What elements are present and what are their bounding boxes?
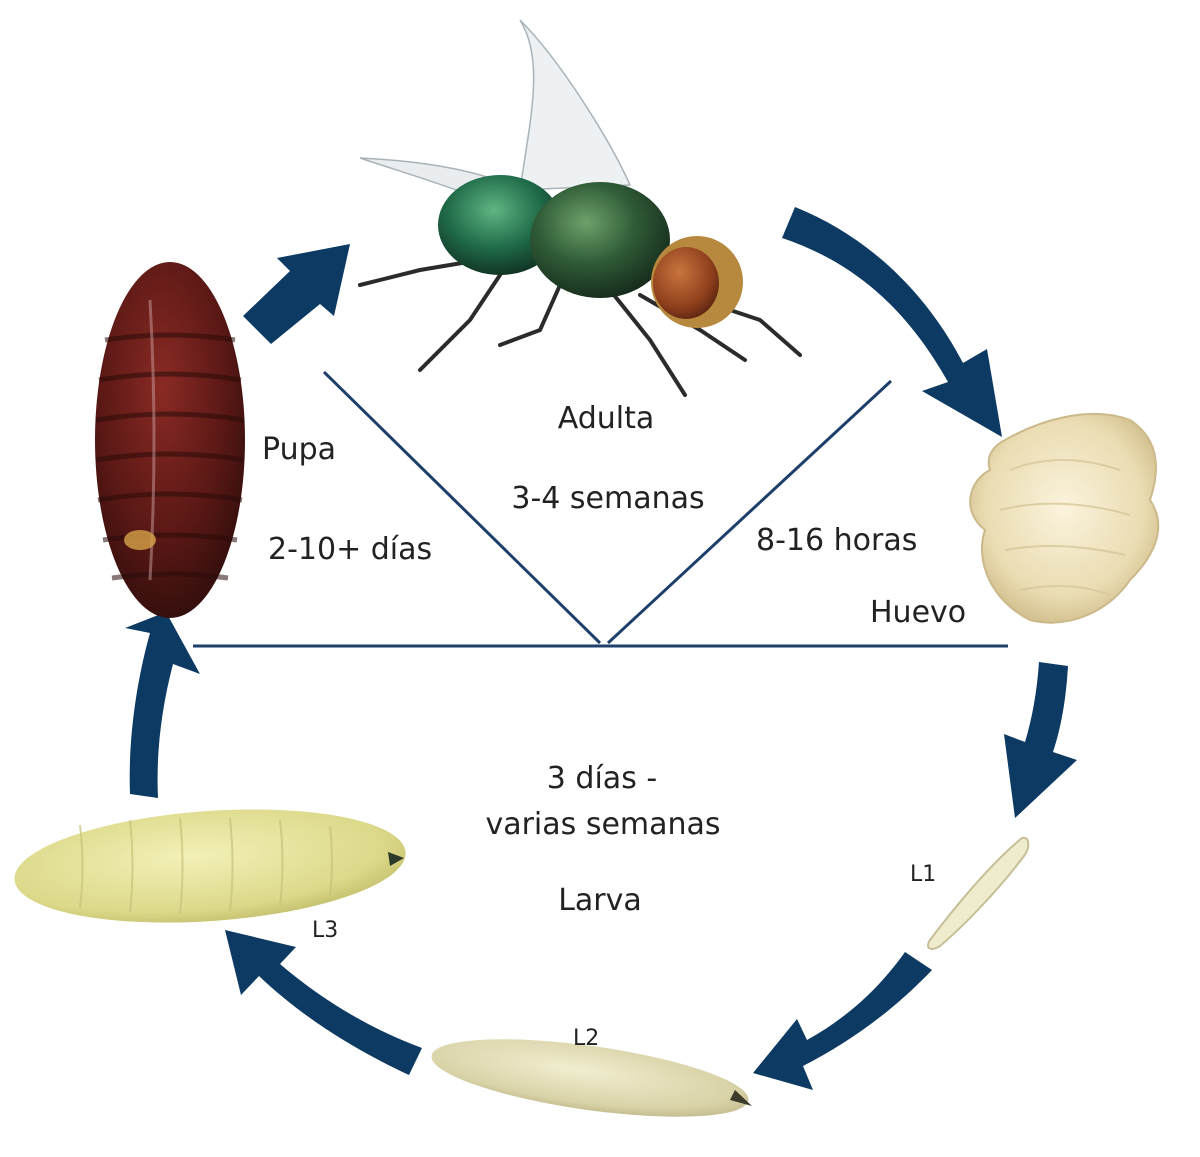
pupa-image — [95, 262, 245, 618]
right-diagonal-divider — [606, 379, 893, 645]
arrow-l2-to-l3 — [225, 930, 422, 1075]
l2-larva-image — [431, 1039, 752, 1117]
arrow-adult-to-egg — [782, 207, 1002, 437]
larva-duration-line2: varias semanas — [485, 807, 721, 842]
instar-l2-label: L2 — [573, 1026, 600, 1051]
instar-l1-label: L1 — [910, 862, 937, 887]
egg-stage-label: Huevo — [870, 595, 967, 630]
arrow-l3-to-pupa — [125, 612, 200, 798]
cycle-arrows — [125, 207, 1077, 1090]
larva-duration-line1: 3 días - — [546, 761, 658, 796]
egg-duration-label: 8-16 horas — [756, 523, 918, 558]
pupa-stage-label: Pupa — [262, 432, 337, 467]
left-diagonal-divider — [322, 370, 602, 645]
arrow-pupa-to-adult — [243, 244, 350, 344]
adult-duration-label: 3-4 semanas — [511, 481, 705, 516]
arrow-egg-to-l1 — [1004, 662, 1077, 818]
egg-cluster-image — [969, 412, 1160, 624]
arrow-l1-to-l2 — [753, 952, 932, 1090]
adult-fly-image — [358, 19, 802, 397]
instar-l3-label: L3 — [312, 918, 339, 943]
l3-larva-image — [14, 809, 406, 923]
divider-lines — [193, 370, 1008, 648]
larva-stage-label: Larva — [558, 883, 642, 918]
l1-larva-image — [927, 836, 1030, 950]
adult-stage-label: Adulta — [557, 401, 655, 436]
pupa-duration-label: 2-10+ días — [268, 532, 433, 567]
